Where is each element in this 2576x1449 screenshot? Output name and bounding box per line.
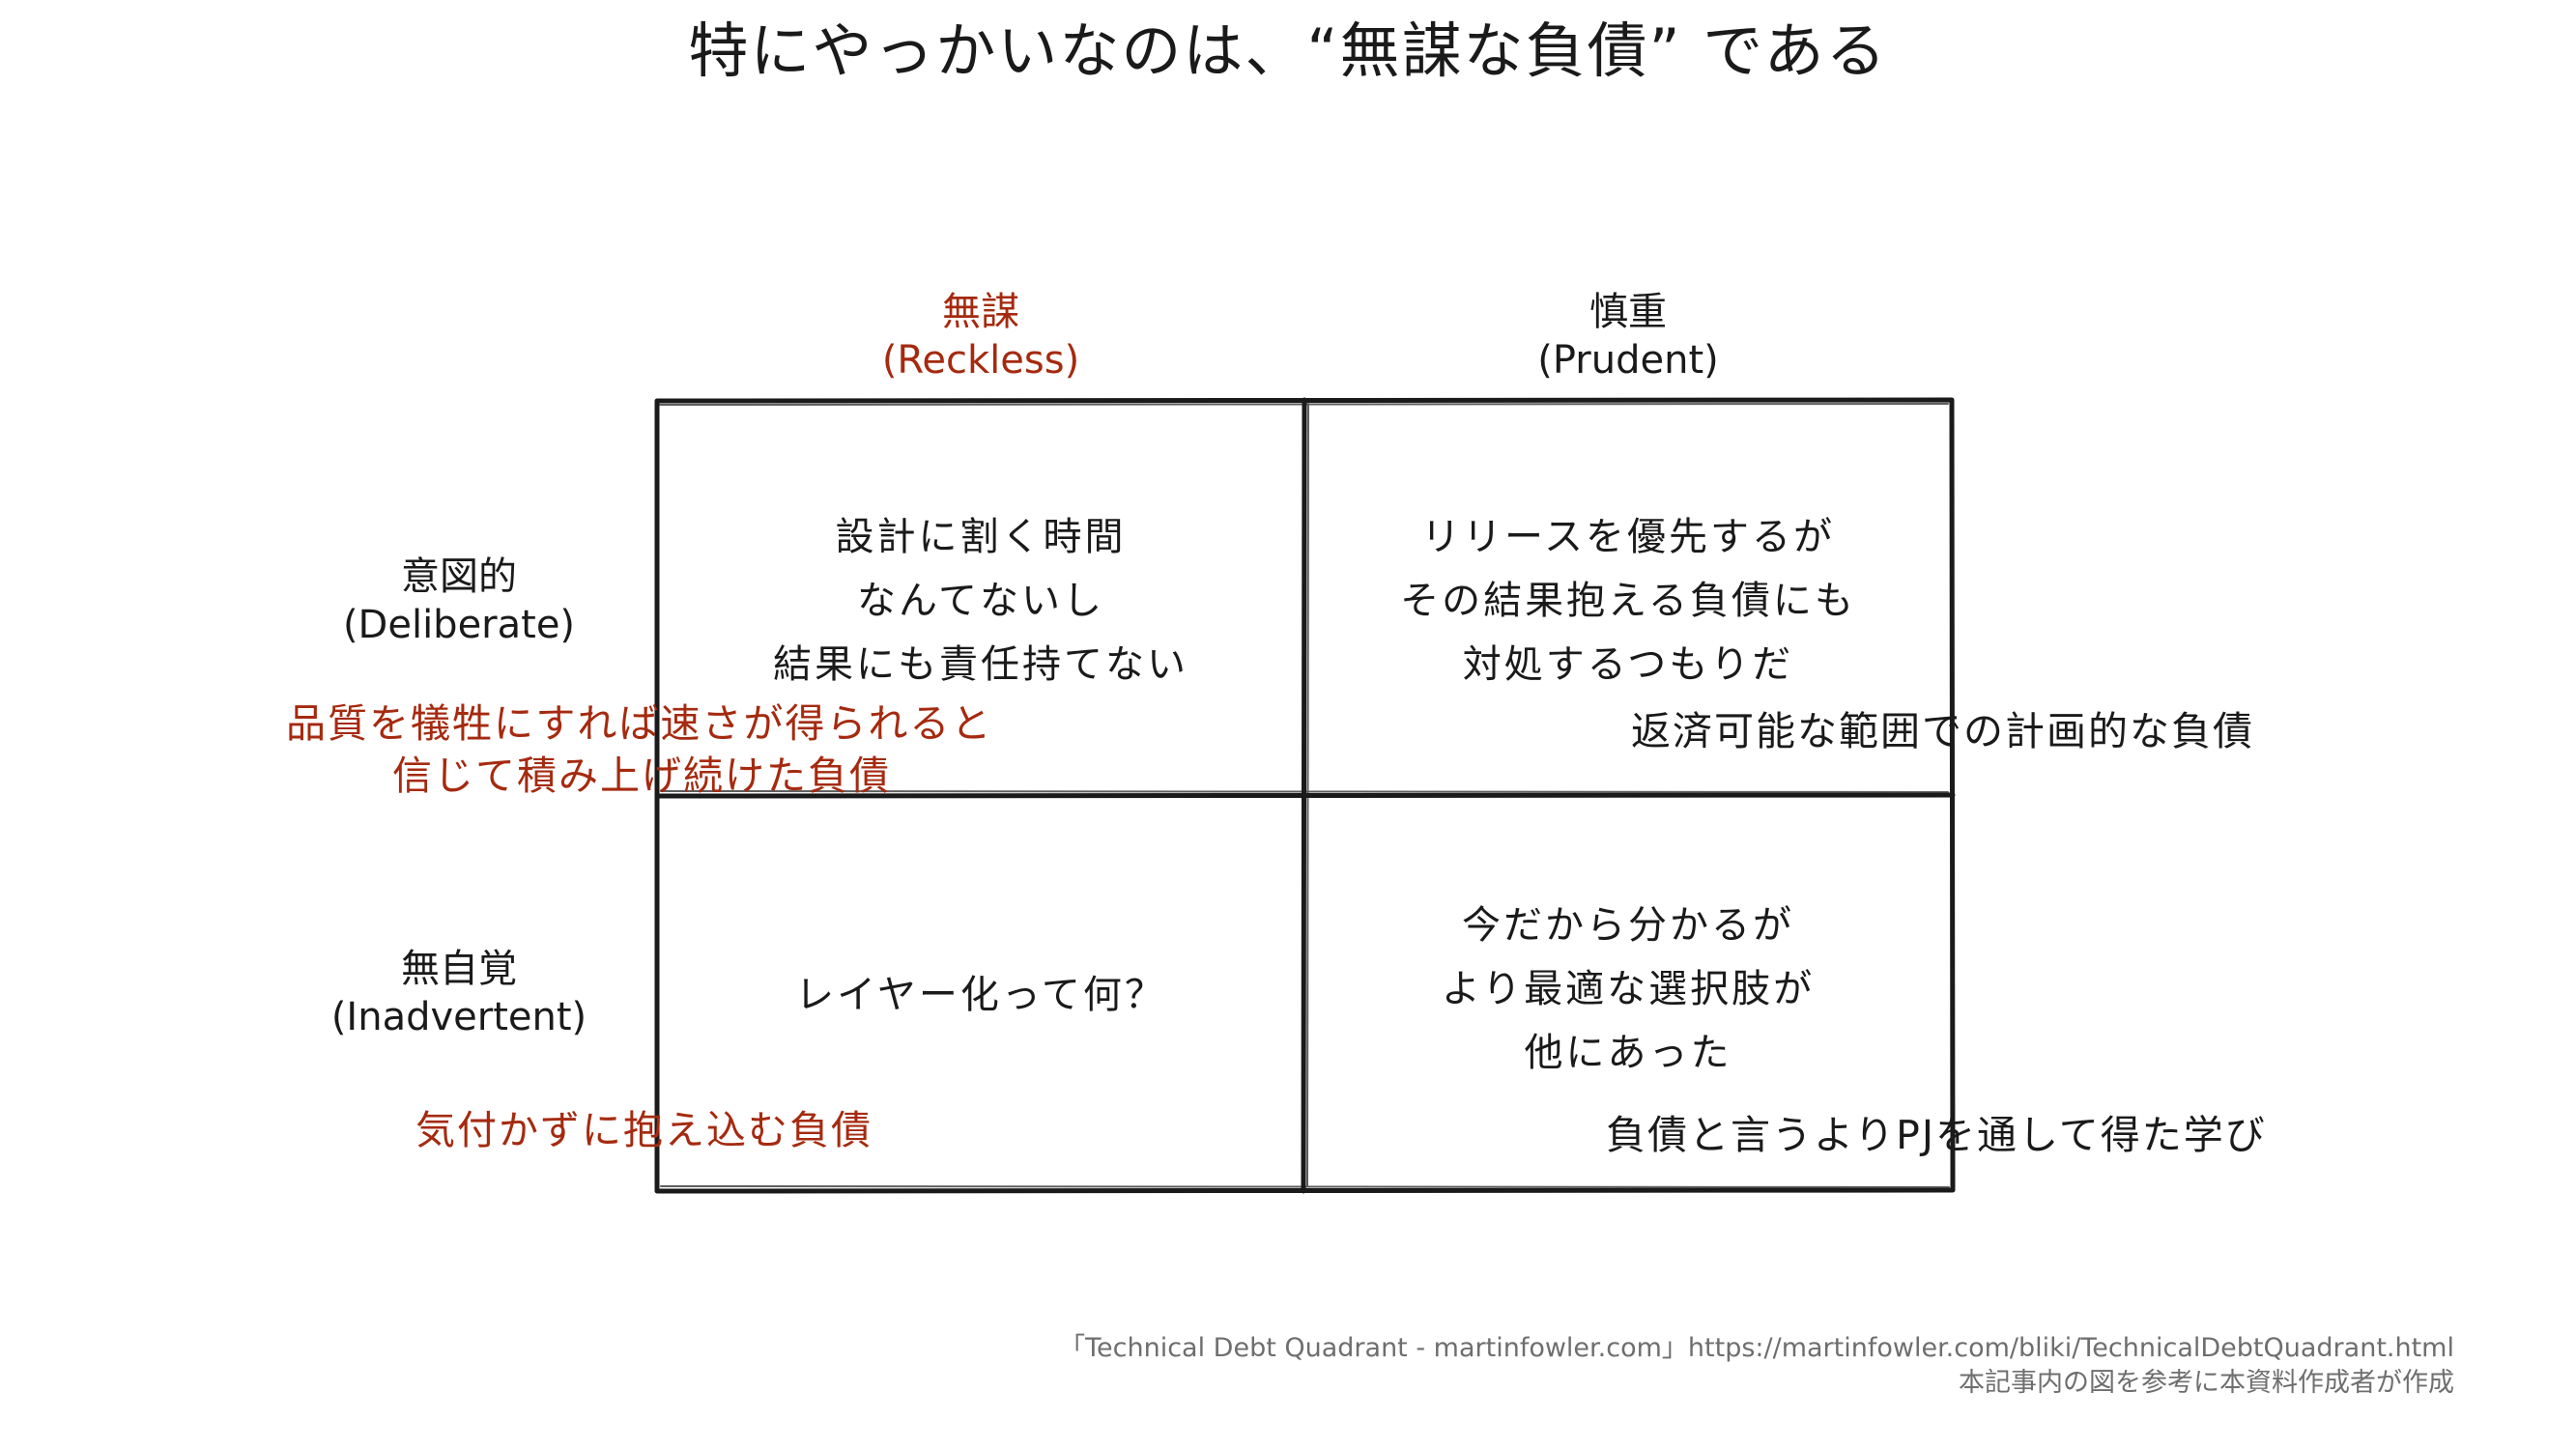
row-label-inadvertent: 無自覚 (401, 947, 517, 991)
source-link-text: 「Technical Debt Quadrant - martinfowler.… (1059, 1333, 2454, 1363)
column-sublabel-reckless: (Reckless) (881, 338, 1080, 383)
row-sublabel-inadvertent: (Inadvertent) (330, 995, 587, 1039)
cell-line: 結果にも責任持てない (773, 642, 1188, 687)
cell-line: 設計に割く時間 (835, 515, 1127, 559)
cell-line: 他にあった (1524, 1031, 1732, 1075)
source-note: 本記事内の図を参考に本資料作成者が作成 (1959, 1368, 2454, 1398)
annotation-line: 返済可能な範囲での計画的な負債 (1631, 708, 2254, 754)
annotation-inadvertent-reckless: 気付かずに抱え込む負債 (415, 1104, 873, 1156)
row-header-inadvertent: 無自覚 (Inadvertent) (290, 945, 628, 1041)
annotation-line: 負債と言うよりPJを通して得た学び (1606, 1112, 2267, 1158)
annotation-inadvertent-prudent: 負債と言うよりPJを通して得た学び (1606, 1109, 2267, 1161)
annotation-line: 信じて積み上げ続けた負債 (392, 753, 891, 799)
cell-deliberate-reckless: 設計に割く時間 なんてないし 結果にも責任持てない (662, 505, 1300, 696)
page-title: 特にやっかいなのは、“無謀な負債” である (688, 15, 1888, 86)
cell-line: その結果抱える負債にも (1400, 579, 1856, 623)
column-sublabel-prudent: (Prudent) (1537, 338, 1719, 383)
grid-horizontal-divider (654, 792, 1956, 799)
cell-line: より最適な選択肢が (1441, 967, 1816, 1011)
column-header-prudent: 慎重 (Prudent) (1435, 288, 1821, 384)
cell-line: リリースを優先するが (1421, 515, 1835, 559)
row-header-deliberate: 意図的 (Deliberate) (290, 553, 628, 649)
cell-line: 今だから分かるが (1462, 903, 1794, 948)
cell-line: なんてないし (857, 579, 1104, 623)
cell-inadvertent-reckless: レイヤー化って何？ (662, 963, 1300, 1027)
column-label-prudent: 慎重 (1589, 290, 1667, 334)
cell-deliberate-prudent: リリースを優先するが その結果抱える負債にも 対処するつもりだ (1309, 505, 1947, 696)
annotation-line: 品質を犠牲にすれば速さが得られると (286, 700, 993, 747)
row-label-deliberate: 意図的 (401, 554, 517, 599)
cell-line: レイヤー化って何？ (795, 973, 1166, 1017)
grid-outer-border (654, 397, 1956, 1194)
annotation-deliberate-prudent: 返済可能な範囲での計画的な負債 (1631, 705, 2254, 757)
column-label-reckless: 無謀 (942, 290, 1019, 334)
source-citation: 「Technical Debt Quadrant - martinfowler.… (1059, 1331, 2454, 1401)
annotation-line: 気付かずに抱え込む負債 (415, 1107, 873, 1153)
cell-line: 対処するつもりだ (1462, 642, 1794, 687)
row-sublabel-deliberate: (Deliberate) (342, 603, 576, 647)
column-header-reckless: 無謀 (Reckless) (787, 288, 1174, 384)
annotation-deliberate-reckless: 品質を犠牲にすれば速さが得られると 信じて積み上げ続けた負債 (286, 697, 992, 802)
cell-inadvertent-prudent: 今だから分かるが より最適な選択肢が 他にあった (1309, 894, 1947, 1085)
